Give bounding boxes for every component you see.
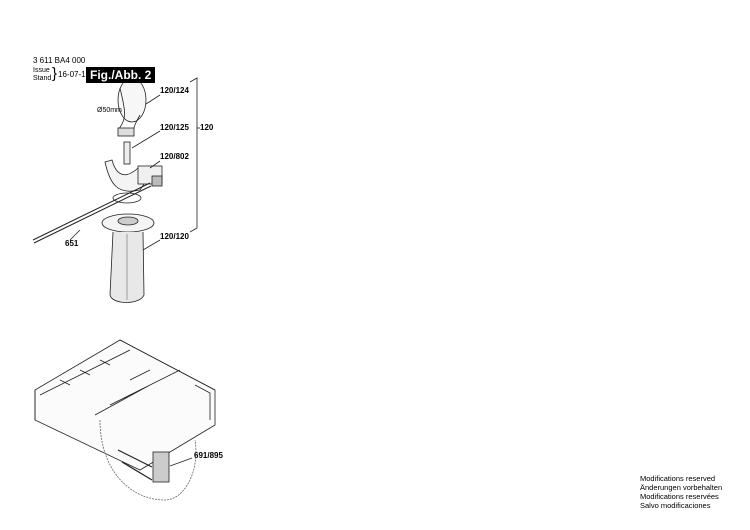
issue-date: 16-07-13 xyxy=(58,70,91,79)
note-fr: Modifications reservées xyxy=(640,492,719,501)
part-label-120-802: 120/802 xyxy=(160,152,189,161)
note-en: Modifications reserved xyxy=(640,474,716,483)
part-label-651: 651 xyxy=(65,239,79,248)
depth-stop-rod xyxy=(32,182,152,244)
auxiliary-handle xyxy=(101,213,161,303)
modifications-notice: Modifications reserved Änderungen vorbeh… xyxy=(640,474,722,510)
note-de: Änderungen vorbehalten xyxy=(640,483,723,492)
note-es: Salvo modificaciones xyxy=(640,501,711,510)
figure-label: Fig./Abb. 2 xyxy=(86,67,156,83)
brace-glyph: } xyxy=(52,65,58,82)
stand-label: Stand xyxy=(33,75,52,82)
part-label-120-124: 120/124 xyxy=(160,86,189,95)
issue-stand-label: Issue Stand xyxy=(33,67,51,83)
document-number: 3 611 BA4 000 xyxy=(33,56,86,65)
handle-housing xyxy=(104,159,163,204)
detail-circle xyxy=(99,419,197,501)
part-label-120: 120 xyxy=(200,123,214,132)
carrying-case xyxy=(34,339,216,471)
clamp-bolt xyxy=(123,130,161,165)
dimension-label: Ø50mm xyxy=(97,107,122,114)
part-label-691-895: 691/895 xyxy=(194,451,223,460)
clamp-ring xyxy=(117,77,161,137)
assembly-bracket xyxy=(189,77,200,233)
part-label-120-125: 120/125 xyxy=(160,123,189,132)
part-label-120-120: 120/120 xyxy=(160,232,189,241)
issue-label: Issue xyxy=(33,67,50,74)
